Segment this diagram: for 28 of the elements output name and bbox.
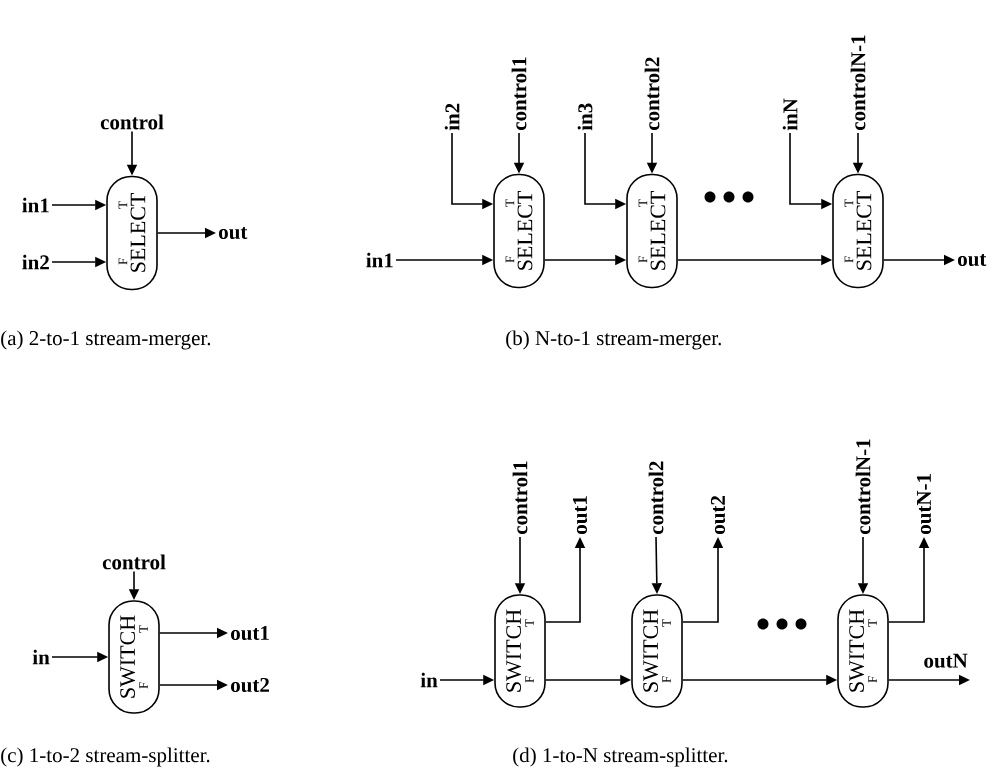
signal-label: control1 [511,57,527,131]
caption: (a) 2-to-1 stream-merger. [1,330,211,350]
signal-label: controlN-1 [850,35,866,131]
signal-label: in [420,672,438,688]
signal-label: outN-1 [916,474,932,534]
signal-label: in [32,649,50,665]
signal-label: out2 [710,496,726,534]
signal-label: in3 [577,103,593,131]
signal-label: out [219,226,248,240]
signal-label: control1 [512,461,528,535]
caption: (b) N-to-1 stream-merger. [506,330,721,350]
caption: (d) 1-to-N stream-splitter. [513,747,728,767]
signal-label: control2 [648,461,664,535]
caption: (c) 1-to-2 stream-splitter. [1,747,210,767]
signal-label: control [100,114,164,130]
signal-label: in2 [22,254,49,270]
signal-label: in1 [366,252,393,268]
signal-label: out1 [572,496,588,534]
signal-label: outN [924,653,968,668]
signal-label: out2 [231,677,269,693]
signal-label: controlN-1 [855,439,871,535]
signal-label: control [102,554,166,570]
signal-label: inN [782,98,798,131]
signal-label: in1 [22,197,49,213]
signal-label: control2 [644,57,660,131]
signal-label: out [958,253,987,267]
signal-label: out1 [231,625,269,641]
signal-label: in2 [444,103,460,131]
